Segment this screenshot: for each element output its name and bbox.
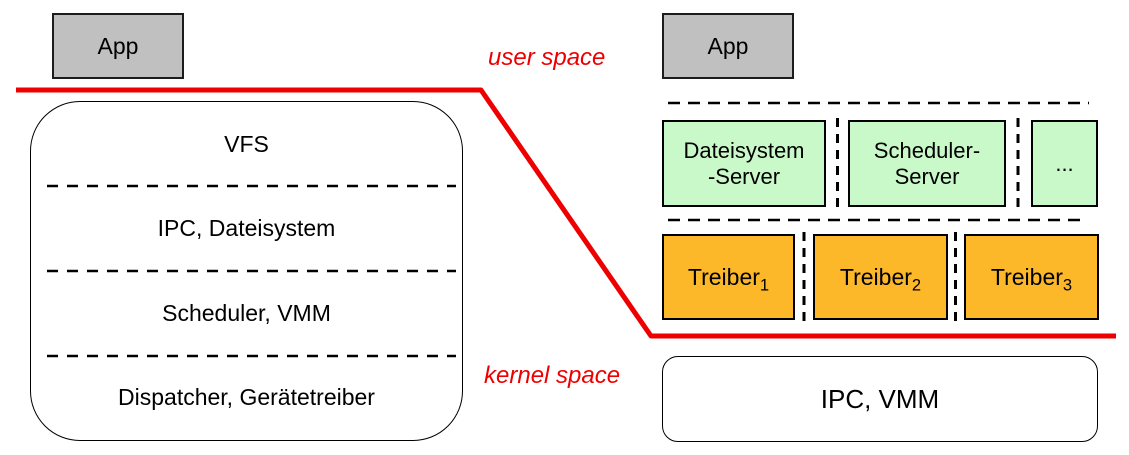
driver-box-2: Treiber2: [813, 234, 948, 320]
server-box-ellipsis: ...: [1031, 120, 1098, 207]
server-dateisystem-line1: Dateisystem: [683, 137, 805, 163]
driver-box-1: Treiber1: [662, 234, 795, 320]
kernel-space-label: kernel space: [484, 362, 621, 389]
app-box-left: App: [52, 13, 184, 79]
driver-box-3: Treiber3: [964, 234, 1099, 320]
server-ellipsis-label: ...: [1055, 150, 1074, 176]
app-label-right: App: [707, 32, 749, 59]
server-box-dateisystem: Dateisystem -Server: [662, 120, 826, 207]
driver-2-label: Treiber2: [839, 263, 922, 295]
monolithic-kernel-box: VFS IPC, Dateisystem Scheduler, VMM Disp…: [30, 101, 463, 441]
layer-scheduler-vmm-label: Scheduler, VMM: [162, 299, 331, 326]
server-scheduler-line2: Server: [894, 163, 960, 189]
app-label-left: App: [97, 32, 139, 59]
layer-vfs-label: VFS: [224, 130, 269, 157]
app-box-right: App: [662, 13, 794, 79]
layer-ipc-dateisystem: IPC, Dateisystem: [31, 187, 462, 272]
driver-1-label: Treiber1: [687, 263, 770, 295]
microkernel-label: IPC, VMM: [820, 383, 940, 414]
server-scheduler-line1: Scheduler-: [873, 137, 981, 163]
layer-vfs: VFS: [31, 102, 462, 187]
layer-dispatcher-geraetetreiber-label: Dispatcher, Gerätetreiber: [118, 384, 375, 411]
server-dateisystem-line2: -Server: [707, 163, 781, 189]
layer-ipc-dateisystem-label: IPC, Dateisystem: [157, 215, 336, 242]
layer-dispatcher-geraetetreiber: Dispatcher, Gerätetreiber: [31, 356, 462, 441]
layer-scheduler-vmm: Scheduler, VMM: [31, 271, 462, 356]
microkernel-box: IPC, VMM: [662, 356, 1098, 442]
server-box-scheduler: Scheduler- Server: [848, 120, 1006, 207]
user-space-label: user space: [488, 44, 606, 71]
driver-3-label: Treiber3: [990, 263, 1073, 295]
